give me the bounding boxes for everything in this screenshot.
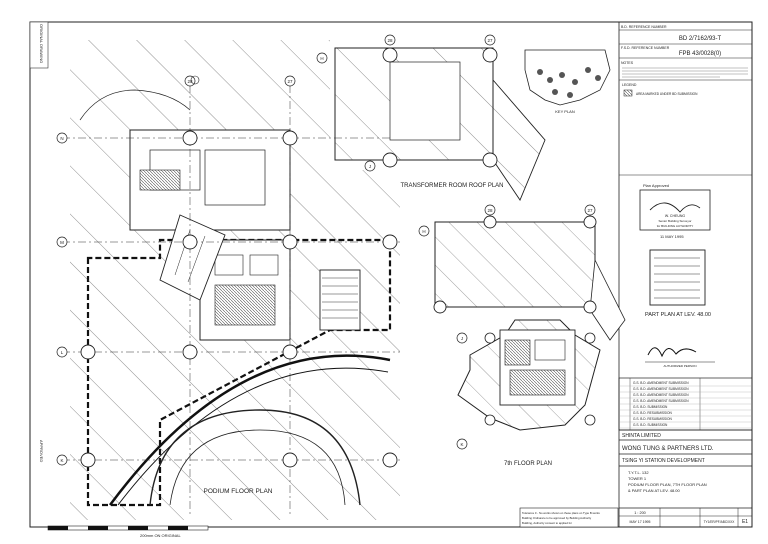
grid-bubble-27c: 27 — [587, 208, 593, 213]
approver-for: for BUILDING AUTHORITY — [657, 224, 694, 228]
podium-floor-plan: N M L K 28 27 — [56, 40, 400, 520]
revision-row: G.S. B.D. RESUBMISSION — [633, 417, 672, 421]
revision-rows: G.S. B.D. AMENDMENT SUBMISSION G.S. B.D. … — [619, 381, 752, 429]
lot-number: T.Y.T.L. 132 — [628, 470, 649, 475]
revision-row: G.S. B.D. AMENDMENT SUBMISSION — [633, 393, 689, 397]
grid-bubble-n: N — [60, 136, 63, 141]
revision-row: G.S. B.D. SUBMISSION — [633, 423, 668, 427]
plaza-arc-inner — [169, 429, 346, 506]
client-name: SHINTA LIMITED — [622, 433, 661, 439]
core-room-1 — [214, 254, 244, 276]
side-stamp-box — [29, 21, 49, 69]
grid-bubble-j: J — [369, 164, 371, 169]
scale-value: 1 : 200 — [634, 511, 646, 515]
grid-bubble-28a: 28 — [187, 79, 193, 84]
legend-label: LEGEND — [622, 83, 637, 87]
title-rows — [619, 429, 752, 509]
core-room-2 — [249, 254, 279, 276]
key-plan-title: KEY PLAN — [555, 109, 575, 114]
drawing-title-1: PODIUM FLOOR PLAN, 7TH FLOOR PLAN — [628, 482, 707, 487]
grid-bubble-h: H — [320, 56, 323, 61]
podium-hatch — [88, 240, 390, 505]
tower-name: TOWER 1 — [628, 476, 647, 481]
side-stamp: ORIGINAL DRAWING — [39, 24, 44, 63]
room-b — [204, 149, 266, 206]
approved-label: Plan Approved — [643, 183, 669, 188]
grid-bubble-k2: K — [460, 442, 463, 447]
transformer-roof-plan: 28 27 H J — [316, 34, 546, 201]
grid-bubble-27a: 27 — [287, 79, 293, 84]
title-block-frame — [618, 21, 753, 528]
approve-date: 11 MAY 1995 — [660, 234, 684, 239]
podium-curve-inner — [117, 367, 389, 506]
side-note: APPROVED — [39, 440, 44, 462]
grid-bubble-28c: 28 — [487, 208, 493, 213]
bd-ref-label: B.D. REFERENCE NUMBER — [621, 25, 667, 29]
fsd-ref-label: F.S.D. REFERENCE NUMBER — [621, 46, 670, 50]
disclaimer-box — [519, 507, 619, 528]
legend-swatch — [623, 89, 633, 97]
seventh-plan-title: 7th FLOOR PLAN — [504, 461, 552, 467]
revision-row: G.S. B.D. AMENDMENT SUBMISSION — [633, 387, 689, 391]
revision-row: G.S. B.D. AMENDMENT SUBMISSION — [633, 381, 689, 385]
disclaimer-3: Building, Authority consent to applied f… — [522, 521, 572, 525]
revision-row: G.S. B.D. AMENDMENT SUBMISSION — [633, 399, 689, 403]
grid-bubble-l: L — [61, 350, 64, 355]
room-c — [139, 169, 181, 191]
podium-columns — [80, 130, 398, 468]
lift-lobby — [214, 284, 276, 326]
key-plan — [524, 49, 611, 106]
title-block — [619, 29, 752, 176]
drawing-number: TY1/ER/PF/ABC/XXX — [704, 520, 736, 524]
approver-title: Senior Building Surveyor — [658, 219, 691, 223]
fsd-ref: FPB 43/0028(0) — [679, 51, 721, 57]
revision-row: G.S. B.D. RESUBMISSION — [633, 411, 672, 415]
revision-row: G.S. B.D. SUBMISSION — [633, 405, 668, 409]
seventh-floor-plan: 28 27 H J K — [418, 204, 626, 450]
bd-ref: BD 2/7162/93-T — [679, 36, 722, 42]
part-plan-title: PART PLAN AT LEV. 48.00 — [645, 312, 711, 318]
revision-code: E1 — [742, 519, 748, 525]
transformer-plan-title: TRANSFORMER ROOM ROOF PLAN — [400, 183, 503, 189]
grid-bubble-28b: 28 — [387, 38, 393, 43]
part-plan — [649, 249, 706, 306]
date-value: MAY 17 1995 — [630, 520, 651, 524]
signature-mark — [647, 347, 697, 358]
grid-bubble-m: M — [60, 240, 64, 245]
notes-label: NOTES — [621, 61, 634, 65]
angled-wing — [159, 214, 226, 301]
project-name: TSING YI STATION DEVELOPMENT — [622, 458, 705, 464]
transformer-room — [389, 61, 461, 141]
grid-bubble-k: K — [60, 458, 63, 463]
notes-lines — [622, 67, 748, 78]
stair-core — [319, 269, 361, 331]
plaza-arc — [149, 409, 361, 506]
legend-text: AREA MARKED UNDER BD SUBMISSION — [636, 92, 698, 96]
upper-roof — [434, 221, 596, 308]
drawing-title-2: & PART PLAN AT LEV. 48.00 — [628, 488, 681, 493]
grid-bubble-h2: H — [422, 229, 425, 234]
grid-bubble-j2: J — [461, 336, 463, 341]
transformer-wing — [492, 78, 546, 201]
podium-curve-outer — [108, 354, 391, 506]
disclaimer-1: Tolerance 0 - No works shown on these pl… — [522, 511, 600, 515]
signature-caption: AUTHORIZED PERSON — [663, 364, 696, 368]
architect-name: WONG TUNG & PARTNERS LTD. — [622, 446, 714, 452]
scale-bar — [47, 525, 209, 531]
scale-caption: 200mm ON ORIGINAL — [140, 533, 181, 538]
approver-name: W. CHEUNG — [665, 214, 686, 218]
approval-stamp — [639, 189, 711, 231]
grid-bubble-27b: 27 — [487, 38, 493, 43]
podium-plan-title: PODIUM FLOOR PLAN — [204, 488, 273, 495]
disclaimer-2: Building Ordinance to be approved by Bui… — [522, 516, 592, 520]
